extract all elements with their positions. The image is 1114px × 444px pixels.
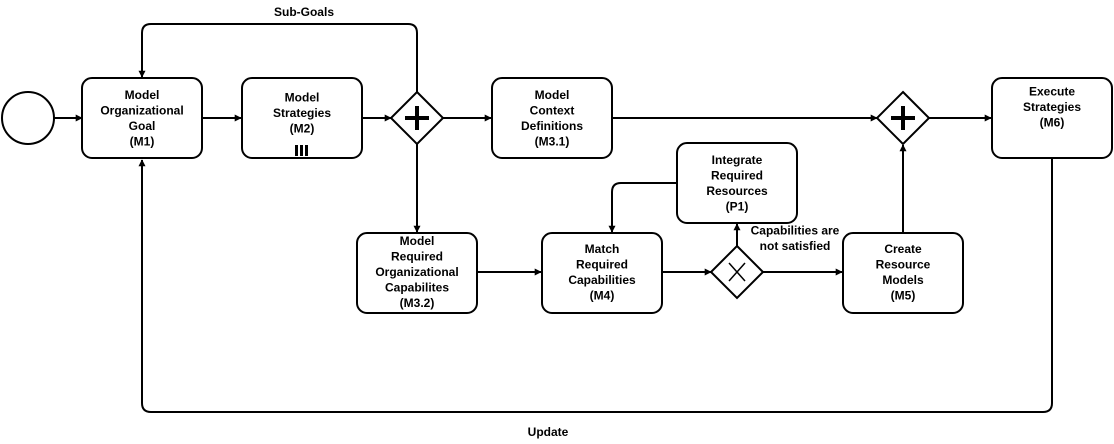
multi-instance-marker-icon (295, 145, 308, 156)
label-line: Required (391, 250, 443, 264)
label-line: Model (535, 88, 570, 102)
capabilities-not-satisfied-label: Capabilities are not satisfied (751, 223, 840, 253)
label-line: (M6) (1040, 116, 1065, 130)
task-p1-shape[interactable] (676, 142, 798, 224)
task-m1-shape[interactable] (81, 77, 203, 159)
label-line: (M5) (891, 288, 916, 302)
plus-icon (405, 106, 429, 130)
task-m32-shape[interactable] (356, 232, 478, 314)
label-line: Model (125, 88, 160, 102)
label-line: Strategies (273, 106, 331, 120)
label-line: Organizational (375, 265, 458, 279)
label-line: Match (585, 242, 620, 256)
label-line: Resources (706, 184, 768, 198)
task-m6-shape[interactable] (991, 77, 1113, 159)
label-line: Integrate (712, 153, 763, 167)
plus-icon (891, 106, 915, 130)
label-line: (M3.2) (400, 296, 435, 310)
flow-update-loop (138, 159, 1053, 413)
label-line: Organizational (100, 103, 183, 117)
label-line: Resource (876, 257, 931, 271)
parallel-gateway-join[interactable] (875, 90, 931, 146)
label-line: Models (882, 273, 924, 287)
label-line: Execute (1029, 85, 1075, 99)
flow-p1-to-m4 (608, 182, 677, 233)
flow-sub-goals-loop (138, 23, 418, 92)
label-line: (P1) (726, 199, 749, 213)
label-line: Definitions (521, 119, 583, 133)
label-line: not satisfied (760, 239, 831, 253)
label-line: Context (530, 103, 575, 117)
parallel-gateway-split[interactable] (389, 90, 445, 146)
exclusive-gateway-decision[interactable] (709, 244, 765, 300)
label-line: (M2) (290, 122, 315, 136)
sub-goals-label: Sub-Goals (274, 5, 334, 19)
label-line: (M4) (590, 288, 615, 302)
label-line: Create (884, 242, 922, 256)
label-line: Capabilities are (751, 223, 840, 237)
label-line: Capabilities (568, 273, 636, 287)
label-line: Strategies (1023, 100, 1081, 114)
task-m4-shape[interactable] (541, 232, 663, 314)
sequence-flows (54, 23, 1053, 413)
label-line: Required (711, 168, 763, 182)
label-line: (M3.1) (535, 134, 570, 148)
label-line: Model (285, 91, 320, 105)
label-line: (M1) (130, 134, 155, 148)
task-m31-shape[interactable] (491, 77, 613, 159)
update-label: Update (528, 425, 569, 439)
task-m5-shape[interactable] (842, 232, 964, 314)
start-event[interactable] (1, 91, 55, 145)
label-line: Goal (129, 119, 156, 133)
label-line: Model (400, 234, 435, 248)
label-line: Required (576, 257, 628, 271)
label-line: Capabilites (385, 281, 449, 295)
task-m2-shape[interactable] (241, 77, 363, 159)
x-icon (728, 262, 746, 282)
